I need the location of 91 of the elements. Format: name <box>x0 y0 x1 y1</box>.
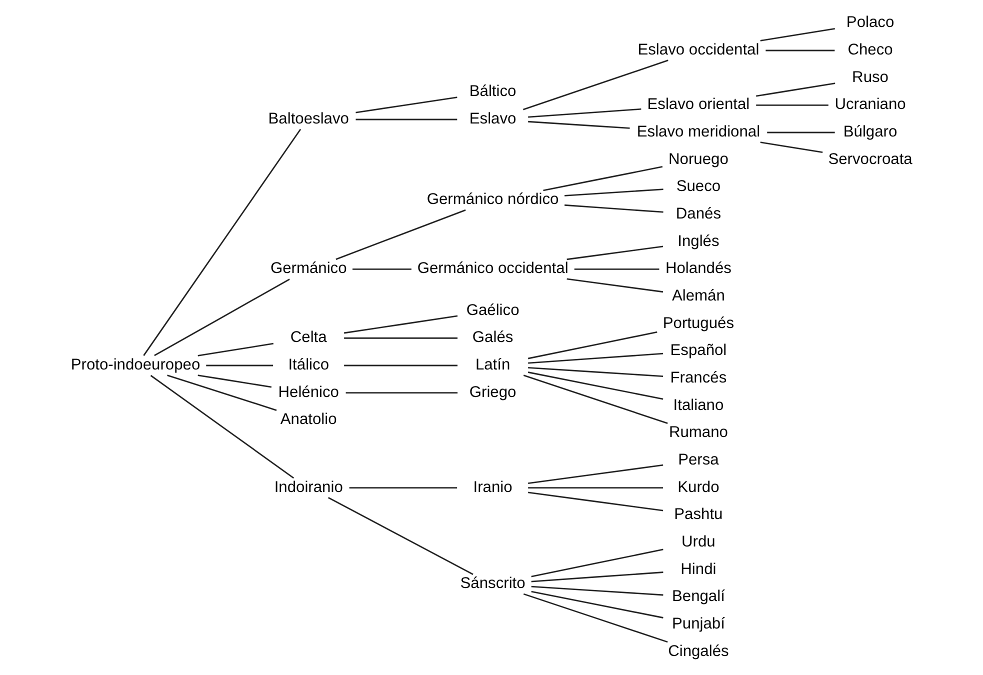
node-text: Celta <box>290 329 327 346</box>
connector <box>344 315 458 334</box>
node-text: Kurdo <box>678 478 720 496</box>
node-text: Ucraniano <box>834 96 906 114</box>
node-text: Pashtu <box>674 506 723 524</box>
node-text: Anatolio <box>280 411 337 428</box>
node-text: Bengalí <box>672 588 725 606</box>
connector <box>564 204 664 213</box>
node-text: Español <box>670 342 727 360</box>
connector <box>346 392 458 394</box>
node-text: Latín <box>475 356 510 374</box>
node-text: Inglés <box>678 232 720 250</box>
connector <box>528 352 664 364</box>
connector <box>528 120 630 129</box>
node-text: Hindi <box>680 560 716 578</box>
connector <box>528 331 658 360</box>
connector <box>766 50 835 52</box>
connector <box>528 487 664 489</box>
connector <box>349 487 458 489</box>
node-text: Alemán <box>672 288 725 305</box>
node-text: Germánico nórdico <box>426 191 559 208</box>
connector <box>531 572 664 582</box>
node-text: Indoiranio <box>274 478 343 496</box>
node-text: Germánico <box>270 260 347 278</box>
connector <box>528 372 664 400</box>
node-text: Eslavo oriental <box>647 96 750 114</box>
node-text: Ruso <box>852 68 889 86</box>
connector <box>150 374 294 479</box>
connector <box>566 278 664 293</box>
connector <box>760 142 823 154</box>
connector <box>344 364 458 366</box>
node-text: Checo <box>848 42 893 59</box>
connector <box>756 104 828 106</box>
node-text: Noruego <box>668 150 728 168</box>
connector <box>564 188 664 196</box>
node-text: Búlgaro <box>843 124 898 141</box>
node-text: Portugués <box>662 314 734 332</box>
node-text: Eslavo meridional <box>636 124 760 141</box>
connector <box>756 82 836 97</box>
node-text: Francés <box>670 370 727 387</box>
node-text: Italiano <box>673 396 724 414</box>
node-text: Báltico <box>469 83 516 100</box>
node-text: Punjabí <box>672 616 725 633</box>
node-text: Persa <box>678 452 719 469</box>
connector <box>206 364 274 366</box>
node-text: Urdu <box>682 534 716 551</box>
connector <box>336 209 466 260</box>
connector <box>522 60 668 110</box>
connector <box>198 374 272 388</box>
connector <box>198 342 274 356</box>
connector <box>767 132 835 134</box>
connector <box>328 496 474 575</box>
node-text: Gaélico <box>466 302 520 319</box>
connector <box>760 28 835 42</box>
connector <box>167 374 277 411</box>
connector <box>574 268 660 270</box>
connector <box>531 590 664 618</box>
node-text: Itálico <box>288 356 330 374</box>
node-text: Germánico occidental <box>417 260 568 278</box>
connector <box>566 246 664 260</box>
node-text: Danés <box>676 206 722 223</box>
connector <box>528 492 664 512</box>
node-text: Eslavo <box>469 110 516 128</box>
node-text: Eslavo occidental <box>638 42 760 59</box>
connector <box>528 464 664 484</box>
connector <box>531 548 664 578</box>
node-text: Holandés <box>665 260 732 278</box>
connector <box>352 268 412 270</box>
connector <box>356 96 458 114</box>
connector <box>523 374 668 424</box>
node-text: Iranio <box>473 478 512 496</box>
node-text: Servocroata <box>828 150 912 168</box>
connector <box>531 586 664 596</box>
connector <box>528 108 642 118</box>
node-text: Sueco <box>676 178 721 196</box>
node-text: Rumano <box>668 424 728 442</box>
node-text: Helénico <box>278 384 339 401</box>
node-text: Galés <box>472 329 514 346</box>
connector <box>523 593 668 643</box>
connector <box>154 278 290 356</box>
node-text: Proto-indoeuropeo <box>70 356 200 374</box>
node-text: Griego <box>469 384 516 401</box>
connector <box>543 166 663 192</box>
connector <box>356 118 458 120</box>
connector <box>528 366 664 378</box>
node-text: Cingalés <box>668 642 729 660</box>
connector <box>143 128 302 356</box>
node-text: Sánscrito <box>460 575 526 592</box>
node-text: Baltoeslavo <box>268 110 349 128</box>
node-text: Polaco <box>846 14 894 32</box>
connector <box>344 337 458 339</box>
